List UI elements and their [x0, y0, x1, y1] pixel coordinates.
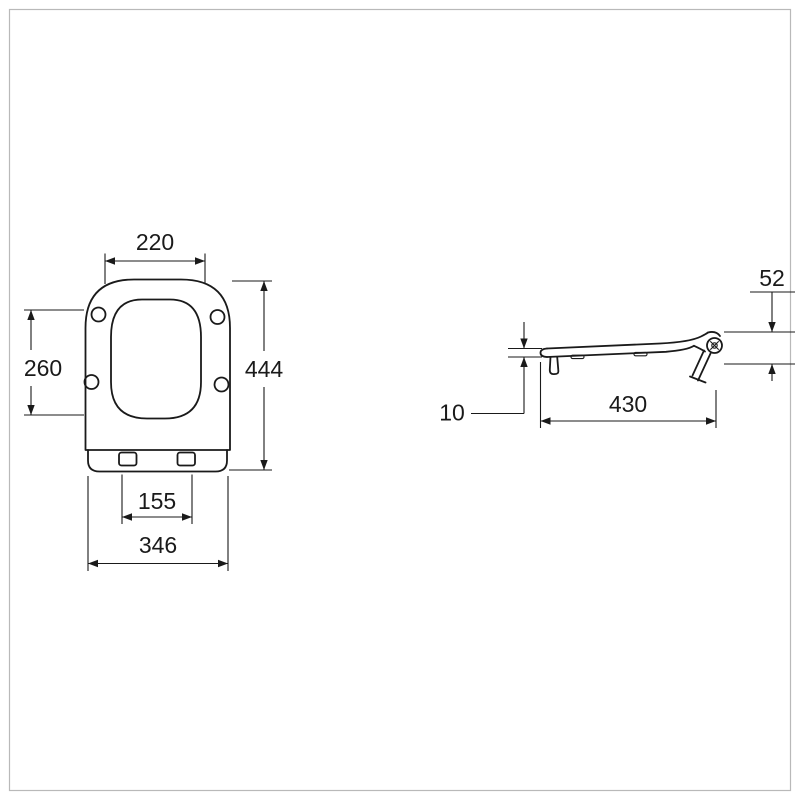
hinge-plate: [87, 449, 228, 473]
seat-profile-top-edge: [546, 331, 709, 350]
dim-label-260: 260: [24, 355, 62, 381]
dim-label-10: 10: [439, 400, 465, 426]
hinge-damper-right: [176, 451, 196, 467]
seat-outline: [84, 278, 231, 451]
front-bumper-profile: [548, 356, 560, 376]
dim-label-444: 444: [245, 356, 284, 382]
bumper-bottom-right: [213, 376, 230, 393]
dim-label-155: 155: [138, 488, 176, 514]
bumper-bottom-left: [83, 374, 100, 390]
dim-width-top: 220: [104, 229, 206, 284]
hinge-foot: [689, 375, 707, 384]
hinge-leg: [697, 352, 712, 382]
hinge-arm: [707, 331, 721, 337]
seat-profile-bottom-edge: [546, 344, 695, 358]
dim-label-52: 52: [759, 265, 785, 291]
dim-profile-height: 52: [724, 265, 795, 381]
bumper-top-right: [209, 309, 226, 325]
hinge-pin-cross: [710, 341, 719, 350]
dim-height-right: 444: [229, 280, 284, 471]
dim-depth: 430: [539, 362, 717, 428]
top-view-drawing: [83, 278, 231, 473]
under-seat-pad: [633, 351, 648, 357]
hinge-pin: [706, 337, 723, 354]
bumper-top-left: [90, 306, 107, 323]
dim-thickness: 10: [439, 322, 542, 426]
seat-opening: [110, 298, 202, 420]
dim-hinge-spacing: 155: [121, 474, 193, 524]
dim-label-346: 346: [139, 532, 177, 558]
page-border: [8, 8, 792, 792]
dim-width-bottom: 346: [87, 476, 229, 571]
dim-label-430: 430: [609, 391, 647, 417]
side-view-drawing: [539, 331, 723, 384]
hinge-pin-center: [711, 342, 718, 349]
under-seat-pad: [570, 354, 585, 360]
hinge-leg: [691, 349, 705, 377]
dim-height-left: 260: [24, 309, 84, 416]
dim-label-220: 220: [136, 229, 174, 255]
seat-profile-front-cap: [539, 347, 548, 358]
hinge-damper-left: [118, 451, 138, 467]
